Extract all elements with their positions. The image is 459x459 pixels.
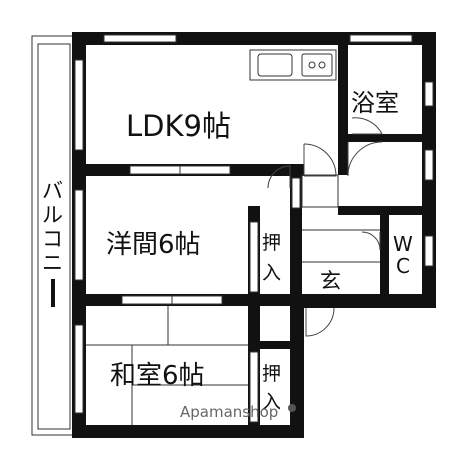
- balcony-char-3: コ: [42, 227, 63, 251]
- room-label-closet2-line2: 入: [262, 391, 281, 413]
- room-label-closet2-line1: 押: [262, 363, 281, 385]
- watermark: Apamanshop: [180, 403, 296, 421]
- kitchen-counter: [249, 49, 337, 81]
- balcony-char-4: ニ: [42, 251, 63, 275]
- balcony-label: バ ル コ ニ: [42, 179, 63, 307]
- room-label-closet1-line1: 押: [262, 232, 281, 254]
- tatami-lines: [86, 306, 248, 425]
- room-label-japanese: 和室6帖: [110, 361, 205, 391]
- room-label-western: 洋間6帖: [106, 230, 201, 260]
- room-label-bath: 浴室: [351, 89, 399, 117]
- room-label-toilet-line1: W: [393, 232, 413, 256]
- room-label-closet1-line2: 入: [262, 262, 281, 284]
- balcony-char-2: ル: [42, 203, 63, 227]
- swing-doors: [267, 117, 383, 337]
- sliding-doors: [121, 165, 301, 423]
- room-label-entrance: 玄: [320, 269, 341, 293]
- entrance-area: [302, 229, 380, 263]
- room-label-ldk: LDK9帖: [126, 109, 231, 143]
- balcony-char-5-bar: [51, 279, 55, 307]
- watermark-text: Apamanshop: [180, 403, 278, 421]
- windows: [74, 34, 434, 414]
- room-label-toilet-line2: C: [396, 254, 410, 278]
- balcony-char-1: バ: [42, 179, 63, 203]
